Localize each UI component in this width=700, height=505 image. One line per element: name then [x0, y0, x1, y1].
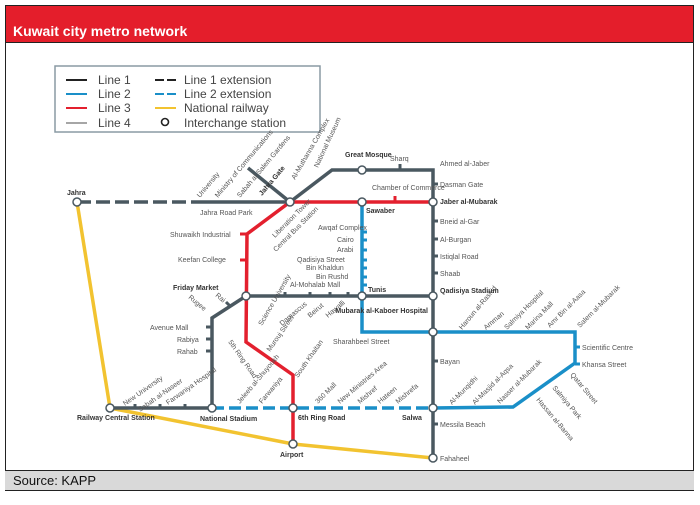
label: Hateen: [377, 386, 399, 406]
label: Bayan: [440, 359, 460, 366]
station-6th-ring-road[interactable]: [288, 403, 298, 413]
source-bar: Source: KAPP: [5, 470, 694, 491]
label: 6th Ring Road: [298, 415, 345, 422]
label: Chamber of Commerce: [372, 185, 445, 192]
label: Dasman Gate: [440, 182, 483, 189]
line-1: [77, 166, 435, 458]
label: Rugee: [187, 294, 207, 313]
label: Istiqlal Road: [440, 254, 479, 261]
interchange-icon: [160, 117, 170, 127]
label: Airport: [280, 452, 304, 459]
label: Bneid al-Gar: [440, 219, 480, 226]
station-friday-market[interactable]: [241, 291, 251, 301]
station-salwa[interactable]: [428, 403, 438, 413]
label: Salwa: [402, 415, 422, 422]
label: Al-Mohalab Mall: [290, 282, 341, 289]
label: Sawaber: [366, 208, 395, 215]
label: Sharahbeel Street: [333, 339, 389, 346]
label: Amman: [483, 311, 506, 332]
label: Rabiya: [177, 337, 199, 344]
label: Scientific Centre: [582, 345, 633, 352]
legend-line2: Line 2: [98, 87, 131, 101]
label: Shaab: [440, 271, 460, 278]
label: Fahaheel: [440, 456, 470, 463]
label: Khansa Street: [582, 362, 626, 369]
label: Sharq: [390, 156, 409, 163]
source-text: Source: KAPP: [13, 473, 97, 488]
legend-interchange: Interchange station: [184, 116, 286, 130]
label: Qadisiya Stadium: [440, 288, 499, 295]
station-jaber-al-mubarak[interactable]: [428, 197, 438, 207]
label: South Khaitan: [294, 339, 325, 379]
label: Beirut: [307, 302, 326, 319]
station-tunis[interactable]: [357, 291, 367, 301]
label: Mubarak al-Kaboer Hospital: [335, 308, 428, 315]
title-bar: Kuwait city metro network: [5, 5, 694, 43]
station-great-mosque[interactable]: [357, 165, 367, 175]
label: Awqaf Complex: [318, 225, 367, 232]
label: Al-Burgan: [440, 237, 471, 244]
station-ticks: [133, 164, 580, 426]
legend-line1-ext: Line 1 extension: [184, 73, 271, 87]
label: Qadisiya Street: [297, 257, 345, 264]
label: Rai: [214, 292, 227, 304]
station-sawaber[interactable]: [357, 197, 367, 207]
label: Avenue Mall: [150, 325, 189, 332]
label: Cairo: [337, 237, 354, 244]
station-national-stadium[interactable]: [207, 403, 217, 413]
label: Bin Khaldun: [306, 265, 344, 272]
label: Qatar Street: [568, 372, 598, 406]
label: Ahmed al-Jaber: [440, 161, 490, 168]
station-airport[interactable]: [288, 439, 298, 449]
page-title: Kuwait city metro network: [13, 23, 188, 39]
national-railway: [75, 201, 434, 460]
legend-line2-ext: Line 2 extension: [184, 87, 271, 101]
legend-railway: National railway: [184, 101, 269, 115]
label: Jaber al-Mubarak: [440, 199, 498, 206]
label: Messila Beach: [440, 422, 486, 429]
legend-line3: Line 3: [98, 101, 131, 115]
label: Jahra Road Park: [200, 210, 253, 217]
station-mubarak-hospital[interactable]: [428, 327, 438, 337]
station-fahaheel[interactable]: [428, 453, 438, 463]
legend-line4: Line 4: [98, 116, 131, 130]
label: Rahab: [177, 349, 198, 356]
label: National Stadium: [200, 416, 257, 423]
label: Keefan College: [178, 257, 226, 264]
legend: Line 1 Line 2 Line 3 Line 4 Line 1 exten…: [54, 65, 321, 133]
station-jahra[interactable]: [72, 197, 82, 207]
station-railway-central[interactable]: [105, 403, 115, 413]
label: Arabi: [337, 247, 354, 254]
legend-line1: Line 1: [98, 73, 131, 87]
label: Tunis: [368, 287, 386, 294]
label: Railway Central Station: [77, 415, 155, 422]
label: Shuwaikh Industrial: [170, 232, 231, 239]
label: Friday Market: [173, 285, 219, 292]
label: Great Mosque: [345, 152, 392, 159]
label: Al-Masjid al-Aqsa: [471, 363, 515, 407]
line-3: [244, 200, 433, 444]
station-jahra-gate[interactable]: [285, 197, 295, 207]
label: 360 Mall: [314, 381, 338, 405]
station-qadisiya-stadium[interactable]: [428, 291, 438, 301]
label: Mishrefa: [395, 383, 420, 406]
label: Bin Rushd: [316, 274, 348, 281]
label: Jahra: [67, 190, 86, 197]
interchange-stations: [72, 165, 438, 463]
